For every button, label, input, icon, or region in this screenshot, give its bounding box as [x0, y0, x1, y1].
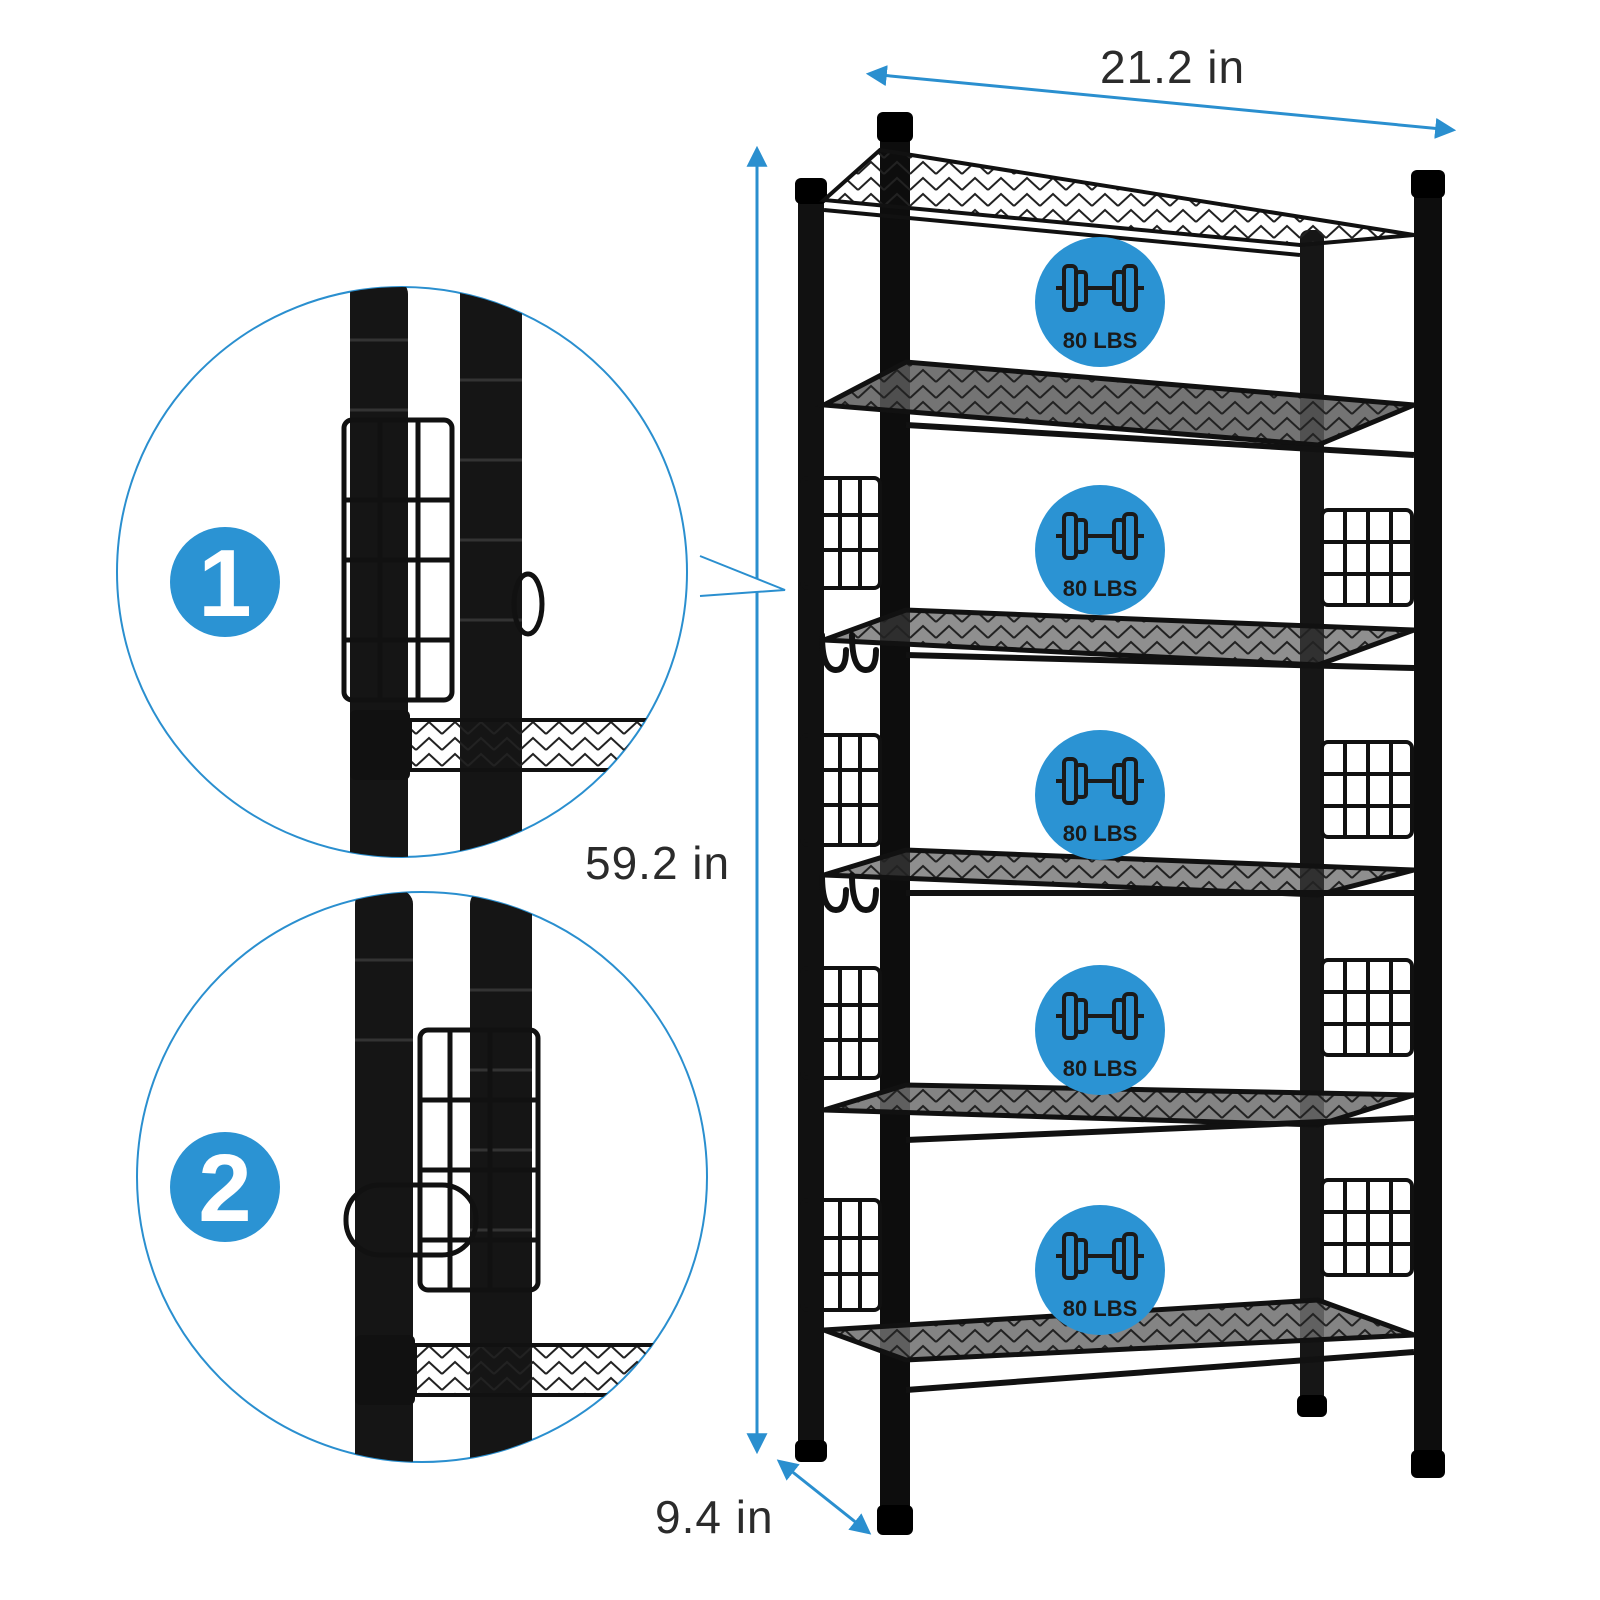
- load-label-2: 80 LBS: [1063, 576, 1138, 601]
- load-badge-3: 80 LBS: [1035, 730, 1165, 860]
- load-label-5: 80 LBS: [1063, 1296, 1138, 1321]
- load-label-4: 80 LBS: [1063, 1056, 1138, 1081]
- width-label: 21.2 in: [1100, 41, 1246, 93]
- dumbbell-icon: [1056, 264, 1144, 312]
- depth-label: 9.4 in: [655, 1491, 774, 1543]
- height-label: 59.2 in: [585, 837, 731, 889]
- detail-callout-1: 1: [116, 286, 786, 858]
- load-badge-5: 80 LBS: [1035, 1205, 1165, 1335]
- load-label-3: 80 LBS: [1063, 821, 1138, 846]
- width-arrow: [865, 65, 1457, 139]
- callout-number-2: 2: [198, 1135, 251, 1242]
- callout-number-1: 1: [198, 530, 251, 637]
- load-badge-4: 80 LBS: [1035, 965, 1165, 1095]
- dumbbell-icon: [1056, 1232, 1144, 1280]
- load-badge-1: 80 LBS: [1035, 237, 1165, 367]
- dumbbell-icon: [1056, 512, 1144, 560]
- dumbbell-icon: [1056, 992, 1144, 1040]
- detail-callout-2: 2: [136, 891, 708, 1463]
- depth-arrow: [776, 1459, 872, 1535]
- load-label-1: 80 LBS: [1063, 328, 1138, 353]
- load-badge-2: 80 LBS: [1035, 485, 1165, 615]
- dumbbell-icon: [1056, 757, 1144, 805]
